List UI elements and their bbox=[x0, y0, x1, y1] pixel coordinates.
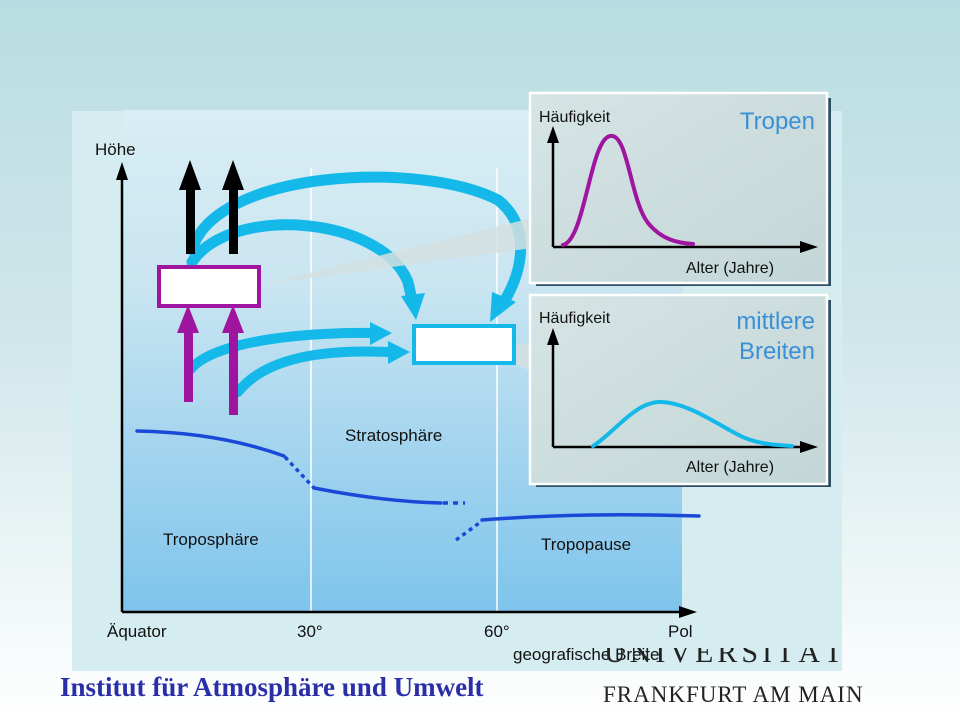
midlat-source-box bbox=[412, 324, 516, 365]
purple-arrow-left-shaft bbox=[184, 330, 193, 402]
x-tick-pole: Pol bbox=[668, 622, 693, 641]
university-logo-text-top: UNIVERSITÄT bbox=[604, 648, 844, 669]
tropopause-polar-segment bbox=[480, 513, 701, 522]
inset-frame bbox=[528, 293, 829, 486]
inset-title: Tropen bbox=[740, 108, 815, 135]
tropopause-tropical-segment bbox=[135, 429, 286, 458]
x-axis-label: geografische Breite bbox=[513, 645, 659, 664]
y-axis-label: Höhe bbox=[95, 140, 136, 159]
y-axis-arrowhead bbox=[116, 162, 128, 180]
stratosphere-label: Stratosphäre bbox=[345, 426, 442, 445]
lower-circulation-arrowhead-2 bbox=[388, 341, 410, 364]
black-arrow-left-shaft bbox=[186, 186, 195, 254]
tropics-age-spectrum-inset: Häufigkeit Alter (Jahre) Tropen bbox=[528, 91, 831, 286]
university-logo-bottom: FRANKFURT AM MAIN bbox=[603, 682, 864, 707]
tropics-connector-wedge bbox=[260, 218, 532, 285]
tropopause-subtropical-segment bbox=[312, 486, 443, 505]
inset-x-arrowhead bbox=[800, 441, 818, 453]
x-axis-arrowhead bbox=[679, 606, 697, 618]
middle-circulation-arrow bbox=[186, 219, 418, 306]
university-logo-top: UNIVERSITÄT bbox=[604, 648, 844, 670]
x-tick-30: 30° bbox=[297, 622, 323, 641]
middle-circulation-arrowhead bbox=[401, 293, 425, 320]
tropics-age-curve bbox=[561, 134, 695, 247]
inset-title-line2: Breiten bbox=[739, 338, 815, 365]
x-tick-60: 60° bbox=[484, 622, 510, 641]
tropopause-break-tropical bbox=[283, 455, 316, 490]
inset-y-arrowhead bbox=[547, 126, 559, 143]
inset-xlabel: Alter (Jahre) bbox=[686, 260, 774, 277]
lower-circulation-arrow-1 bbox=[185, 327, 377, 375]
x-tick-equator: Äquator bbox=[107, 622, 167, 641]
purple-arrow-right-head bbox=[222, 305, 244, 333]
black-arrow-right-head bbox=[222, 160, 244, 190]
midlat-age-curve bbox=[591, 399, 794, 448]
lower-circulation-arrowhead-1 bbox=[370, 322, 392, 345]
upper-circulation-arrowhead bbox=[490, 292, 516, 322]
inset-ylabel: Häufigkeit bbox=[539, 310, 611, 327]
lower-circulation-arrow-2 bbox=[233, 346, 395, 397]
inset-title-line1: mittlere bbox=[736, 308, 815, 335]
inset-frame bbox=[528, 91, 829, 285]
tropics-source-box bbox=[157, 265, 261, 308]
purple-arrow-left-head bbox=[177, 305, 199, 333]
black-arrow-right-shaft bbox=[229, 186, 238, 254]
upper-circulation-arrow bbox=[186, 171, 527, 306]
inset-ylabel: Häufigkeit bbox=[539, 109, 611, 126]
inset-xlabel: Alter (Jahre) bbox=[686, 459, 774, 476]
midlatitude-age-spectrum-inset: Häufigkeit Alter (Jahre) mittlere Breite… bbox=[528, 293, 831, 487]
tropopause-break-polar bbox=[454, 519, 484, 542]
black-arrow-left-head bbox=[179, 160, 201, 190]
troposphere-label: Troposphäre bbox=[163, 530, 259, 549]
purple-arrow-right-shaft bbox=[229, 330, 238, 415]
inset-y-arrowhead bbox=[547, 328, 559, 345]
institute-name: Institut für Atmosphäre und Umwelt bbox=[60, 672, 484, 702]
inset-x-arrowhead bbox=[800, 241, 818, 253]
tropopause-label: Tropopause bbox=[541, 535, 631, 554]
